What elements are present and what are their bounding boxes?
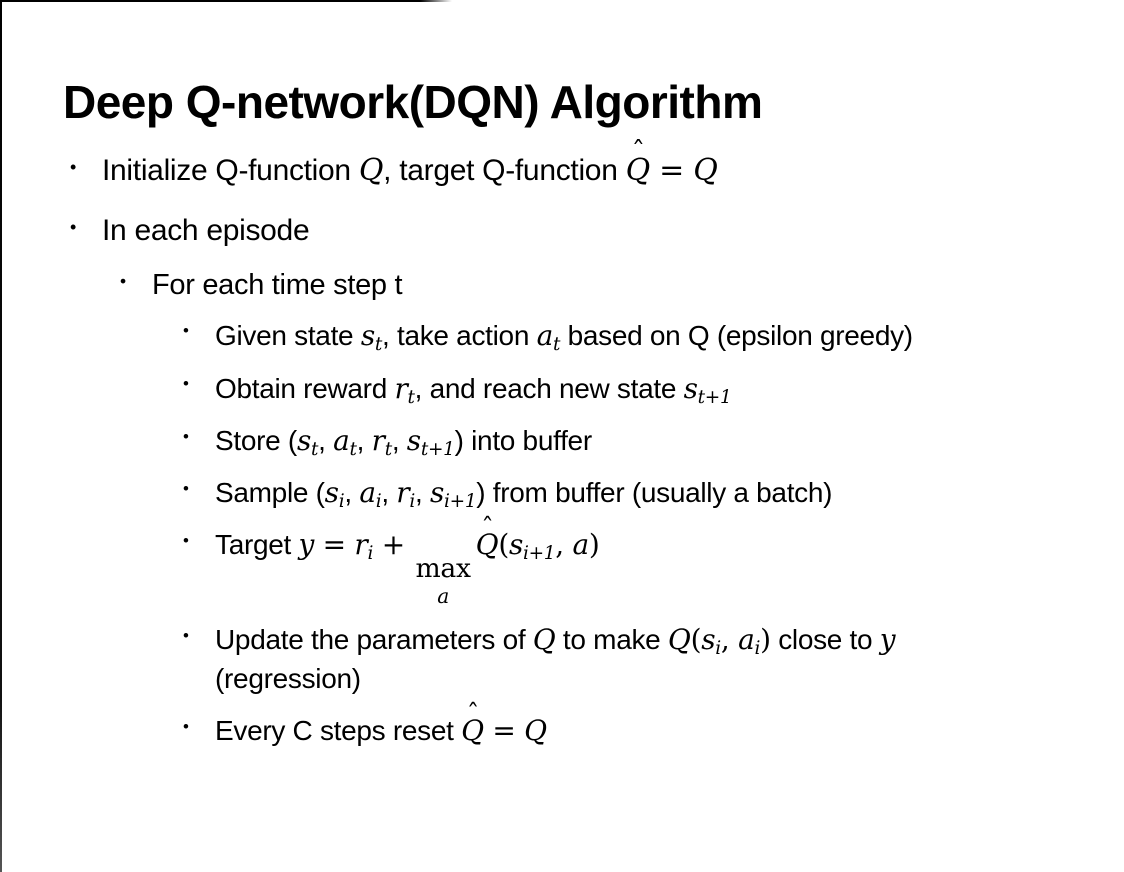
math-operator: ( [690,623,702,657]
math-var: Q [532,623,556,657]
math-subscript: t [349,439,357,461]
bullet-dot: • [183,321,189,341]
math-subscript: i+1 [523,543,556,565]
bullet-dot: • [183,374,189,394]
math-var-subscript: si [324,476,345,513]
bullet-dot: • [183,716,189,736]
bullet-dot: • [183,426,189,446]
math-var-subscript: si [701,623,721,660]
bullet-dot: • [183,625,189,645]
underscript-var: a [437,583,449,608]
slide-top-frame-line [0,0,452,2]
math-subscript: t [311,439,319,461]
bullet-item: • For each time step t [0,265,1015,306]
bullet-text: Store (st, at, rt, st+1) into buffer [215,423,592,461]
math-subscript: t [374,333,383,355]
math-var-subscript: st+1 [406,423,455,461]
math-operator: ) [588,528,600,562]
math-var-subscript: st [360,318,383,355]
math-var-subscript: at [536,318,561,355]
math-var: y [879,623,896,657]
math-var: a [572,528,589,562]
slide-left-frame-line [0,0,2,872]
math-operator: = [649,153,694,188]
math-operator: , [555,528,573,562]
bullet-dot: • [70,157,77,178]
math-var-subscript: st [296,423,319,461]
math-subscript: t+1 [420,439,455,461]
bullet-text: For each time step t [152,269,403,301]
page-title: Deep Q-network(DQN) Algorithm [63,75,763,128]
math-var: Q [358,153,384,188]
math-var-subscript: at [333,423,357,461]
math-var-subscript: ai [359,476,382,513]
bullet-dot: • [120,270,126,291]
math-subscript: i [754,638,761,660]
bullet-list: • Initialize Q-function Q, target Q-funct… [0,139,1015,764]
math-operator: = [483,714,525,748]
math-var-subscript: si+1 [508,528,556,565]
math-var-subscript: rt [394,371,415,408]
bullet-text: Update the parameters of Q to make Q(si,… [215,623,896,695]
math-var-subscript: rt [371,423,393,461]
bullet-item: • Update the parameters of Q to make Q(si… [0,620,1015,698]
bullet-text: Given state st, take action at based on … [215,318,913,355]
math-subscript: i [375,491,382,513]
math-subscript: i [338,491,345,513]
math-var: Q [475,528,499,562]
math-var-subscript: si+1 [429,476,477,513]
math-subscript: i [367,543,374,565]
math-var: Q [625,153,651,188]
bullet-item: • Obtain reward rt, and reach new state s… [0,369,1015,408]
bullet-text: Sample (si, ai, ri, si+1) from buffer (u… [215,476,833,513]
math-subscript: i [409,491,415,513]
math-var-subscript: ai [738,623,761,660]
math-subscript: t [407,386,415,408]
math-subscript: i [715,638,721,660]
bullet-item: • Initialize Q-function Q, target Q-funct… [0,139,1015,192]
max-operator: max [415,553,471,585]
math-operator: = [314,528,355,562]
bullet-item: • In each episode [0,210,1015,252]
math-var-subscript: st+1 [683,371,732,408]
math-var: Q [693,153,718,188]
bullet-item: •Given state st, take action at based on… [0,316,1015,355]
math-var: Q [667,623,691,657]
hat-accent: ˆ [631,137,646,169]
bullet-item: • Store (st, at, rt, st+1) into buffer [0,421,1015,460]
math-var: y [298,528,315,562]
math-subscript: t+1 [697,386,732,408]
bullet-dot: • [70,217,77,238]
bullet-dot: • [183,530,189,550]
math-var: Q [524,714,547,748]
bullet-text: In each episode [102,214,310,247]
math-operator: + [373,528,414,562]
math-var: Q [461,714,484,748]
hat-accent: ˆ [481,513,494,543]
math-operator: ( [498,528,509,562]
math-var-subscript: ri [396,476,415,513]
math-subscript: i+1 [444,491,477,513]
math-operator: ) [760,623,771,657]
math-subscript: t [384,439,392,461]
bullet-text: Obtain reward rt, and reach new state st… [215,371,732,408]
math-operator: , [720,623,739,657]
hat-accent: ˆ [466,699,480,729]
bullet-dot: • [183,478,189,498]
math-subscript: t [552,333,561,355]
bullet-item: • Sample (si, ai, ri, si+1) from buffer (… [0,473,1015,512]
math-var-subscript: ri [354,528,374,565]
bullet-text: Initialize Q-function Q, target Q-functi… [102,139,1015,192]
